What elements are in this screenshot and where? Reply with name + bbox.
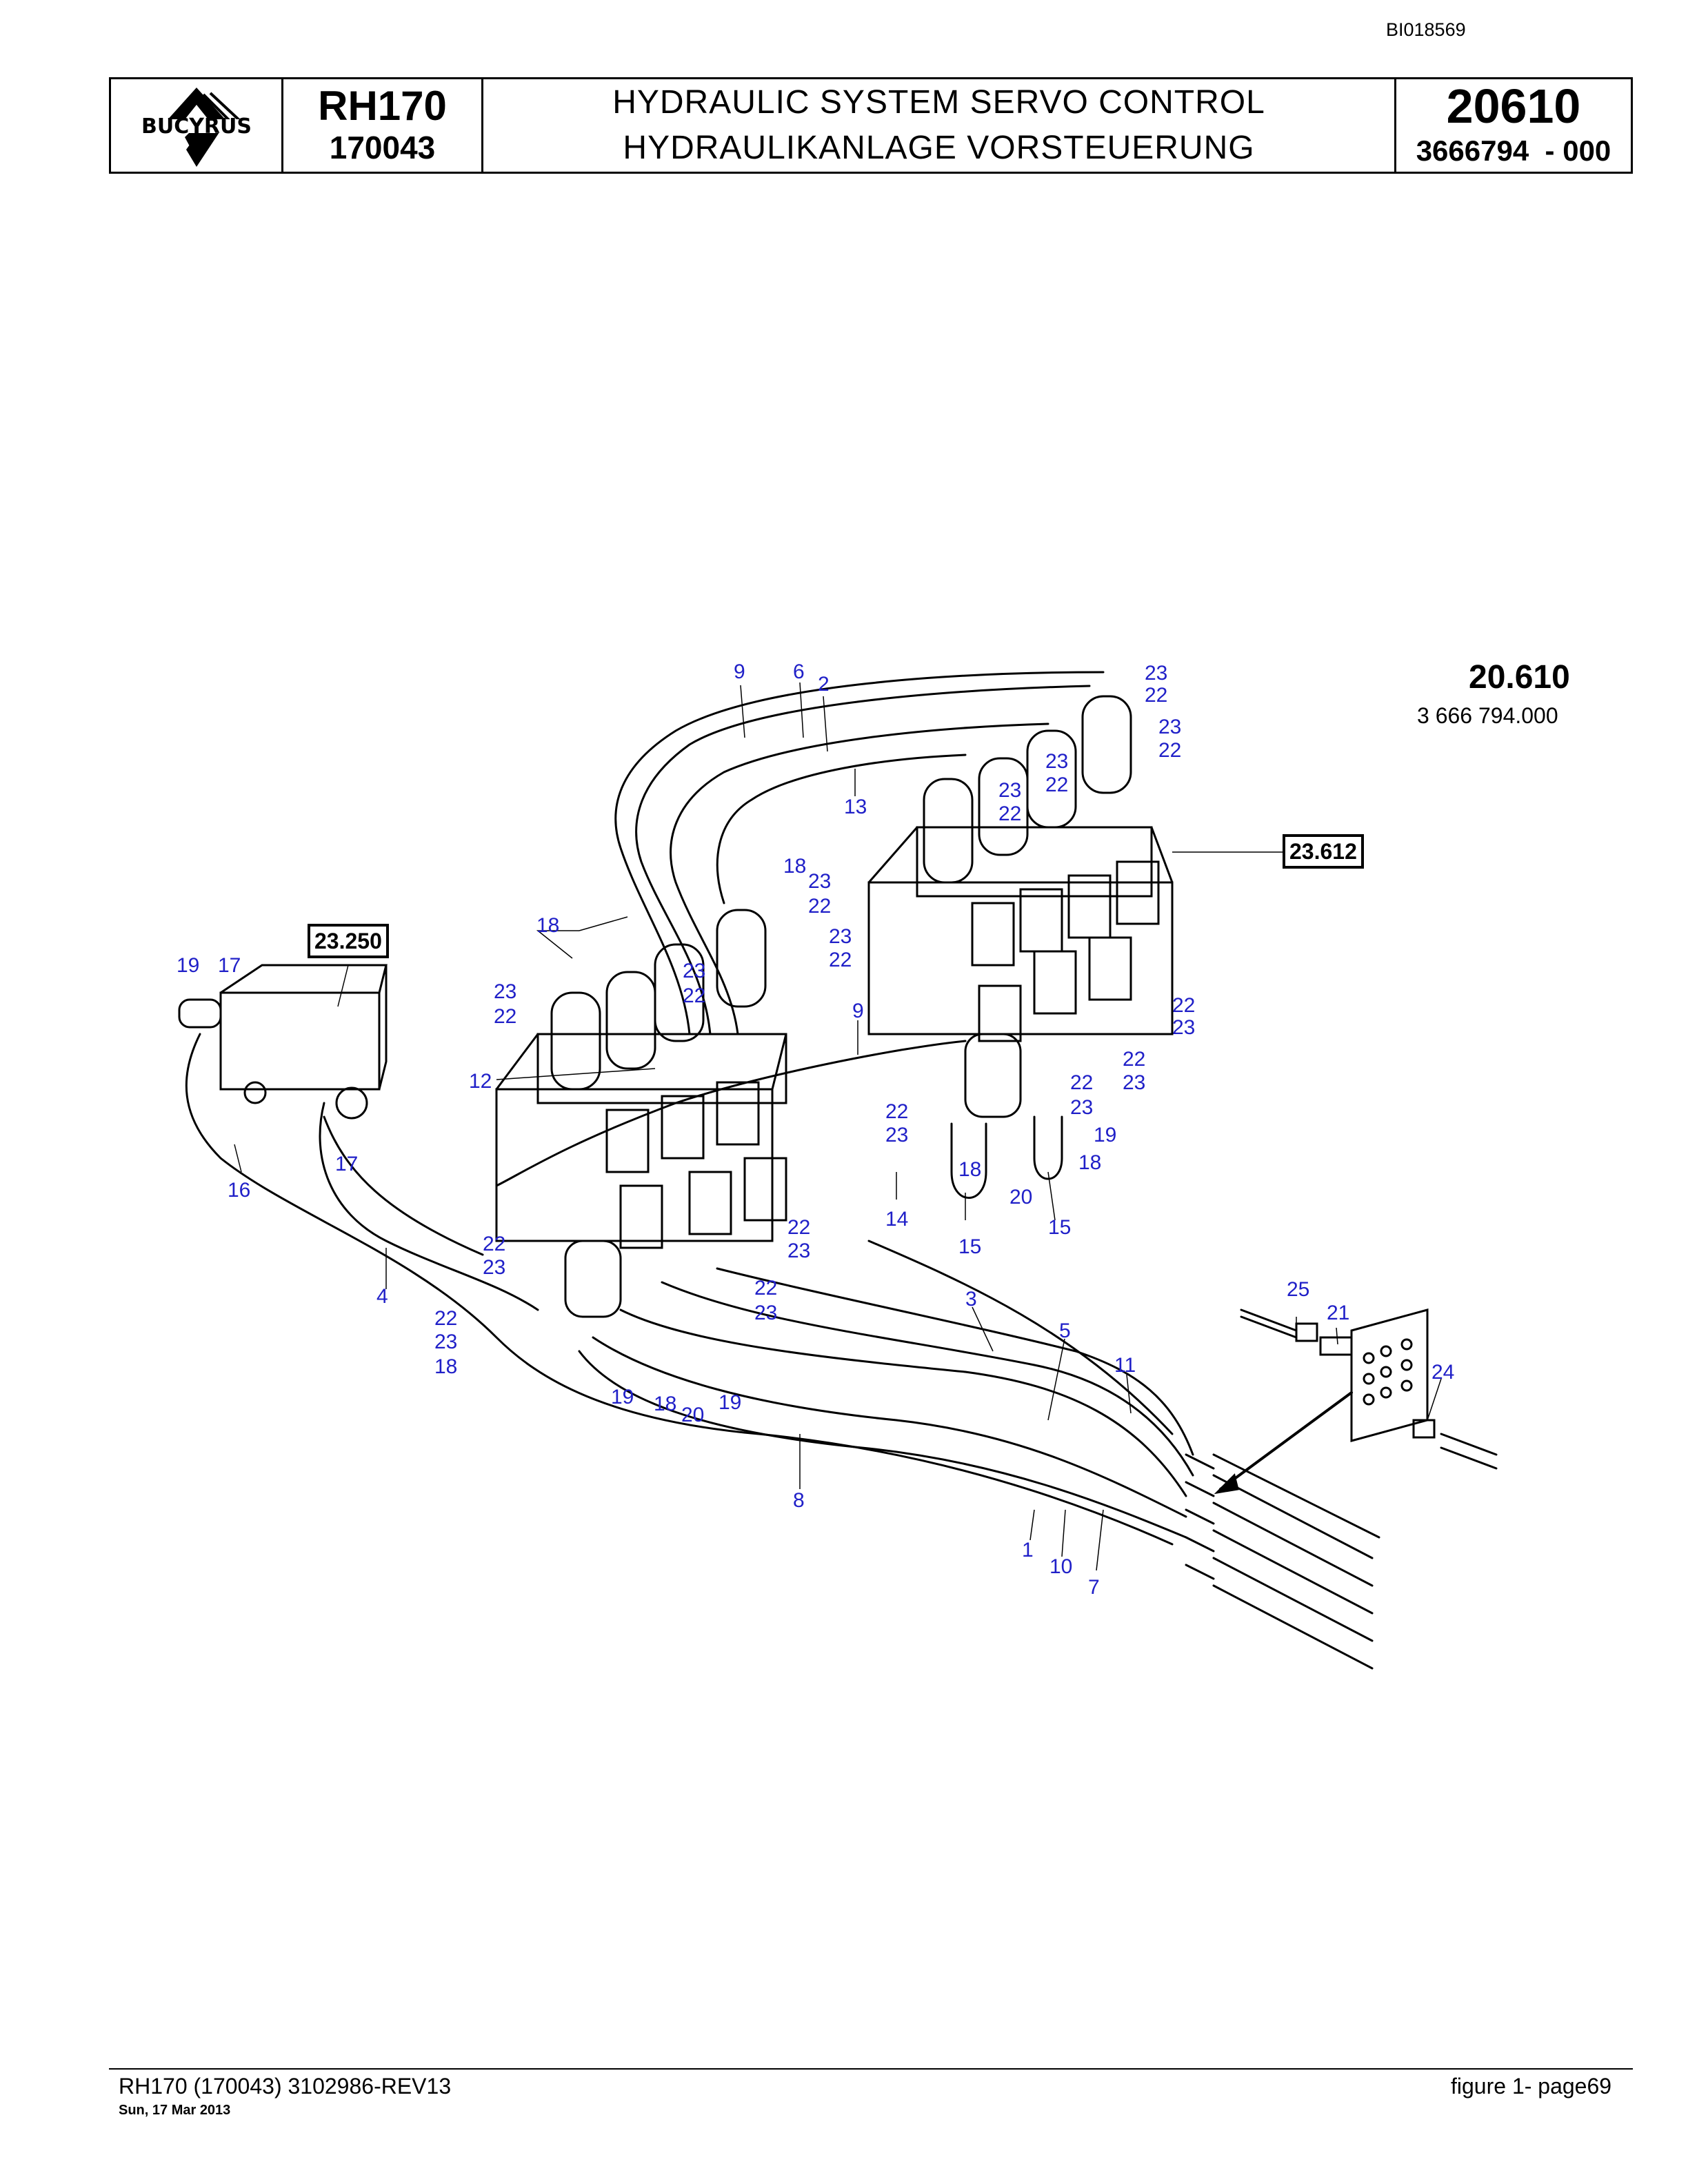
callout-23: 23 (1172, 1016, 1196, 1039)
callout-3: 3 (965, 1288, 977, 1311)
callout-22: 22 (683, 984, 706, 1007)
callout-23: 23 (1123, 1071, 1146, 1094)
document-id: BI018569 (1386, 19, 1466, 40)
callout-18: 18 (1078, 1151, 1102, 1174)
callout-22: 22 (1172, 994, 1196, 1017)
callout-11: 11 (1114, 1354, 1136, 1377)
callout-22: 22 (483, 1233, 506, 1255)
callout-17: 17 (218, 954, 241, 977)
callout-23: 23 (1070, 1096, 1094, 1119)
brand-logo-cell: BUCYRUS (111, 79, 283, 172)
model-name: RH170 (318, 83, 447, 129)
callout-22: 22 (434, 1307, 458, 1330)
cross-ref-23-250[interactable]: 23.250 (308, 924, 389, 958)
callout-22: 22 (1045, 774, 1069, 796)
callout-23: 23 (494, 980, 517, 1003)
callout-9: 9 (734, 660, 745, 683)
callout-23: 23 (1158, 716, 1182, 738)
title-cell: HYDRAULIC SYSTEM SERVO CONTROL HYDRAULIK… (483, 79, 1396, 172)
callout-20: 20 (681, 1404, 705, 1426)
callout-18: 18 (958, 1158, 982, 1181)
callout-6: 6 (793, 660, 805, 683)
group-number-cell: 20610 3666794 - 000 (1396, 79, 1631, 172)
callout-15: 15 (1048, 1216, 1072, 1239)
footer-divider (109, 2068, 1633, 2070)
callout-4: 4 (376, 1285, 388, 1308)
callout-22: 22 (494, 1005, 517, 1028)
callout-22: 22 (1070, 1071, 1094, 1094)
footer-document-ref: RH170 (170043) 3102986-REV13 (119, 2074, 452, 2099)
callout-18: 18 (783, 855, 807, 878)
callout-22: 22 (754, 1277, 778, 1300)
callout-23: 23 (483, 1256, 506, 1279)
callout-14: 14 (885, 1208, 909, 1231)
callout-2: 2 (818, 673, 830, 696)
group-number: 20610 (1446, 79, 1581, 133)
callout-23: 23 (1045, 750, 1069, 773)
callout-21: 21 (1327, 1302, 1350, 1324)
footer-date: Sun, 17 Mar 2013 (119, 2103, 231, 2118)
callout-23: 23 (683, 960, 706, 982)
callout-23: 23 (754, 1302, 778, 1324)
callout-19: 19 (177, 954, 200, 977)
callout-23: 23 (434, 1331, 458, 1353)
callout-22: 22 (1158, 739, 1182, 762)
cross-ref-23-612[interactable]: 23.612 (1283, 834, 1364, 869)
callout-22: 22 (1145, 684, 1168, 707)
callout-19: 19 (1094, 1124, 1117, 1146)
callout-8: 8 (793, 1489, 805, 1512)
callout-19: 19 (611, 1386, 634, 1408)
callout-16: 16 (228, 1179, 251, 1202)
callout-23: 23 (787, 1240, 811, 1262)
callout-18: 18 (654, 1393, 677, 1415)
part-number: 3666794 - 000 (1416, 134, 1611, 167)
callout-18: 18 (536, 914, 560, 937)
callout-23: 23 (885, 1124, 909, 1146)
callout-22: 22 (829, 949, 852, 971)
title-block: BUCYRUS RH170 170043 HYDRAULIC SYSTEM SE… (109, 77, 1633, 174)
callout-20: 20 (1009, 1186, 1033, 1209)
callout-23: 23 (998, 779, 1022, 802)
title-english: HYDRAULIC SYSTEM SERVO CONTROL (612, 84, 1265, 121)
callout-10: 10 (1049, 1555, 1073, 1578)
callout-23: 23 (829, 925, 852, 948)
callout-23: 23 (1145, 662, 1168, 685)
callout-22: 22 (998, 802, 1022, 825)
callout-9: 9 (852, 1000, 864, 1022)
callout-7: 7 (1088, 1576, 1100, 1599)
model-cell: RH170 170043 (283, 79, 483, 172)
bucyrus-logo-icon: BUCYRUS (127, 88, 265, 167)
callout-17: 17 (335, 1153, 359, 1175)
callout-5: 5 (1059, 1320, 1071, 1342)
callout-19: 19 (719, 1391, 742, 1414)
callout-12: 12 (469, 1070, 492, 1093)
serial-number: 170043 (329, 130, 436, 165)
callout-22: 22 (808, 895, 832, 918)
callout-13: 13 (844, 796, 867, 818)
callout-22: 22 (787, 1216, 811, 1239)
callout-23: 23 (808, 870, 832, 893)
callout-24: 24 (1431, 1361, 1455, 1384)
callout-1: 1 (1022, 1539, 1034, 1561)
assembly-part-ref: 3 666 794.000 (1417, 703, 1558, 728)
callout-15: 15 (958, 1235, 982, 1258)
brand-text: BUCYRUS (141, 114, 251, 139)
assembly-group-ref: 20.610 (1469, 659, 1570, 696)
footer-page-ref: figure 1- page69 (1451, 2074, 1612, 2099)
title-german: HYDRAULIKANLAGE VORSTEUERUNG (623, 130, 1255, 166)
callout-22: 22 (885, 1100, 909, 1123)
callout-18: 18 (434, 1355, 458, 1378)
callout-25: 25 (1287, 1278, 1310, 1301)
callout-22: 22 (1123, 1048, 1146, 1071)
